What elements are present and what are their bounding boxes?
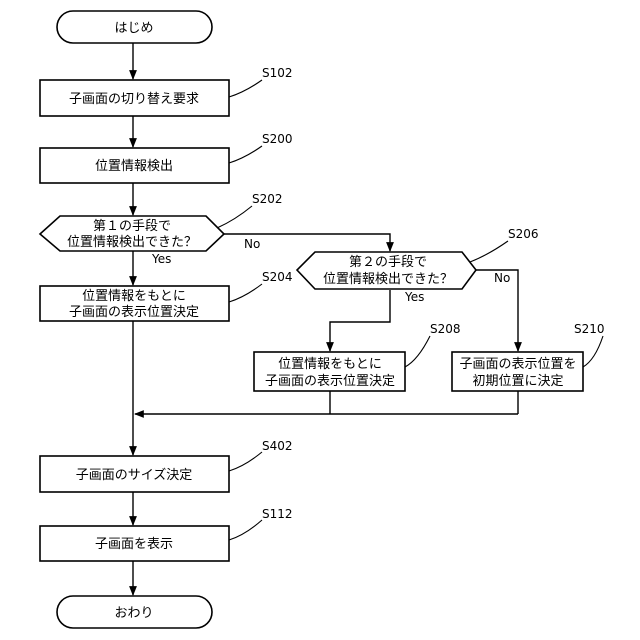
- leader-s208: [405, 336, 430, 367]
- process-s112: 子画面を表示 S112: [40, 507, 293, 561]
- s202-label-line1: 第１の手段で: [93, 219, 171, 234]
- s202-no-label: No: [244, 237, 260, 251]
- s202-ref: S202: [252, 192, 283, 206]
- s402-ref: S402: [262, 439, 293, 453]
- s206-ref: S206: [508, 227, 539, 241]
- leader-s202: [217, 206, 252, 228]
- leader-s402: [229, 452, 262, 471]
- s200-ref: S200: [262, 132, 293, 146]
- s102-label: 子画面の切り替え要求: [69, 92, 199, 107]
- s204-label-line1: 位置情報をもとに: [82, 289, 186, 304]
- s206-yes-label: Yes: [404, 290, 424, 304]
- s102-ref: S102: [262, 66, 293, 80]
- leader-s112: [229, 520, 262, 540]
- s402-label: 子画面のサイズ決定: [76, 467, 193, 483]
- arrow-s206-yes: [330, 290, 390, 351]
- s208-label-line2: 子画面の表示位置決定: [265, 374, 395, 389]
- s210-label-line1: 子画面の表示位置を: [459, 357, 576, 372]
- end-label: おわり: [114, 606, 153, 621]
- s208-ref: S208: [430, 322, 461, 336]
- s206-label-line1: 第２の手段で: [349, 255, 427, 270]
- start-label: はじめ: [114, 21, 153, 36]
- s200-label: 位置情報検出: [95, 159, 173, 174]
- end-terminal: おわり: [57, 596, 212, 628]
- s210-ref: S210: [574, 322, 605, 336]
- leader-s200: [229, 146, 262, 163]
- leader-s102: [229, 80, 262, 97]
- process-s204: 位置情報をもとに 子画面の表示位置決定 S204: [40, 270, 293, 321]
- leader-s210: [583, 336, 603, 367]
- s112-label: 子画面を表示: [95, 537, 173, 552]
- process-s402: 子画面のサイズ決定 S402: [40, 439, 293, 492]
- leader-s204: [229, 284, 262, 302]
- s202-label-line2: 位置情報検出できた？: [67, 235, 197, 250]
- s206-label-line2: 位置情報検出できた？: [323, 272, 453, 287]
- process-s200: 位置情報検出 S200: [40, 132, 293, 183]
- s202-yes-label: Yes: [151, 252, 171, 266]
- decision-s206: 第２の手段で 位置情報検出できた？ S206 No Yes: [297, 227, 539, 304]
- s210-label-line2: 初期位置に決定: [472, 374, 563, 389]
- leader-s206: [470, 241, 508, 262]
- decision-s202: 第１の手段で 位置情報検出できた？ S202 No Yes: [40, 192, 283, 266]
- process-s210: 子画面の表示位置を 初期位置に決定 S210: [452, 322, 605, 391]
- s204-label-line2: 子画面の表示位置決定: [69, 305, 199, 320]
- process-s208: 位置情報をもとに 子画面の表示位置決定 S208: [254, 322, 461, 391]
- s112-ref: S112: [262, 507, 293, 521]
- leader-lines: [217, 80, 603, 540]
- process-s102: 子画面の切り替え要求 S102: [40, 66, 293, 116]
- start-terminal: はじめ: [57, 11, 212, 43]
- s208-label-line1: 位置情報をもとに: [278, 357, 382, 372]
- s204-ref: S204: [262, 270, 293, 284]
- s206-no-label: No: [494, 271, 510, 285]
